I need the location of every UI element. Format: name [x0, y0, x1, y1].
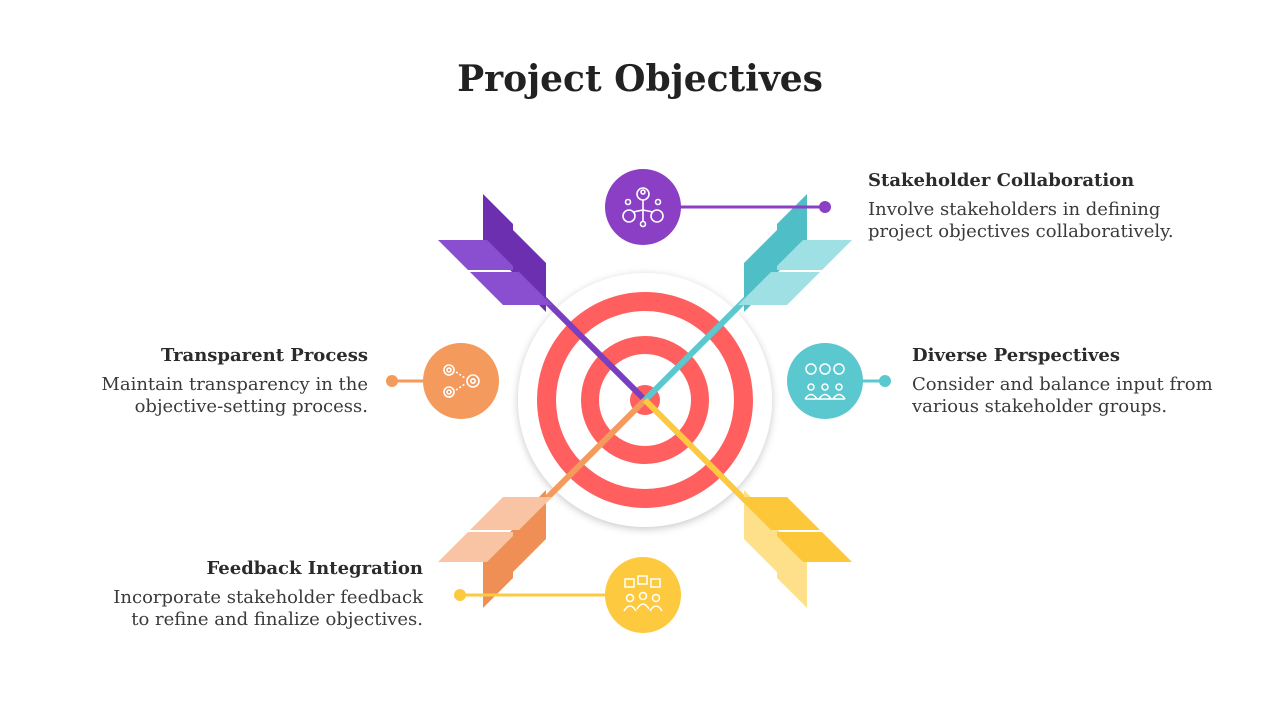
orange-arrow — [438, 397, 648, 608]
yellow-arrow — [642, 397, 852, 608]
group-opinions-icon — [787, 343, 863, 419]
feedback-integration-heading: Feedback Integration — [206, 558, 423, 579]
feedback-integration-block: Feedback Integration Incorporate stakeho… — [20, 558, 423, 631]
feedback-team-icon — [605, 557, 681, 633]
purple-arrow — [438, 194, 648, 403]
teal-arrow — [642, 194, 852, 403]
stakeholder-collaboration-heading: Stakeholder Collaboration — [868, 170, 1135, 191]
network-people-icon — [605, 169, 681, 245]
transparent-process-heading: Transparent Process — [160, 345, 368, 366]
connector-diverse — [862, 375, 891, 387]
page-title: Project Objectives — [457, 58, 823, 100]
stakeholder-collaboration-block: Stakeholder Collaboration Involve stakeh… — [868, 170, 1268, 243]
gears-icon — [423, 343, 499, 419]
diverse-perspectives-block: Diverse Perspectives Consider and balanc… — [912, 345, 1272, 418]
transparent-process-block: Transparent Process Maintain transparenc… — [20, 345, 368, 418]
connector-stakeholder — [680, 201, 831, 213]
connector-feedback — [454, 589, 606, 601]
connector-transparent — [386, 375, 424, 387]
diverse-perspectives-heading: Diverse Perspectives — [912, 345, 1121, 366]
